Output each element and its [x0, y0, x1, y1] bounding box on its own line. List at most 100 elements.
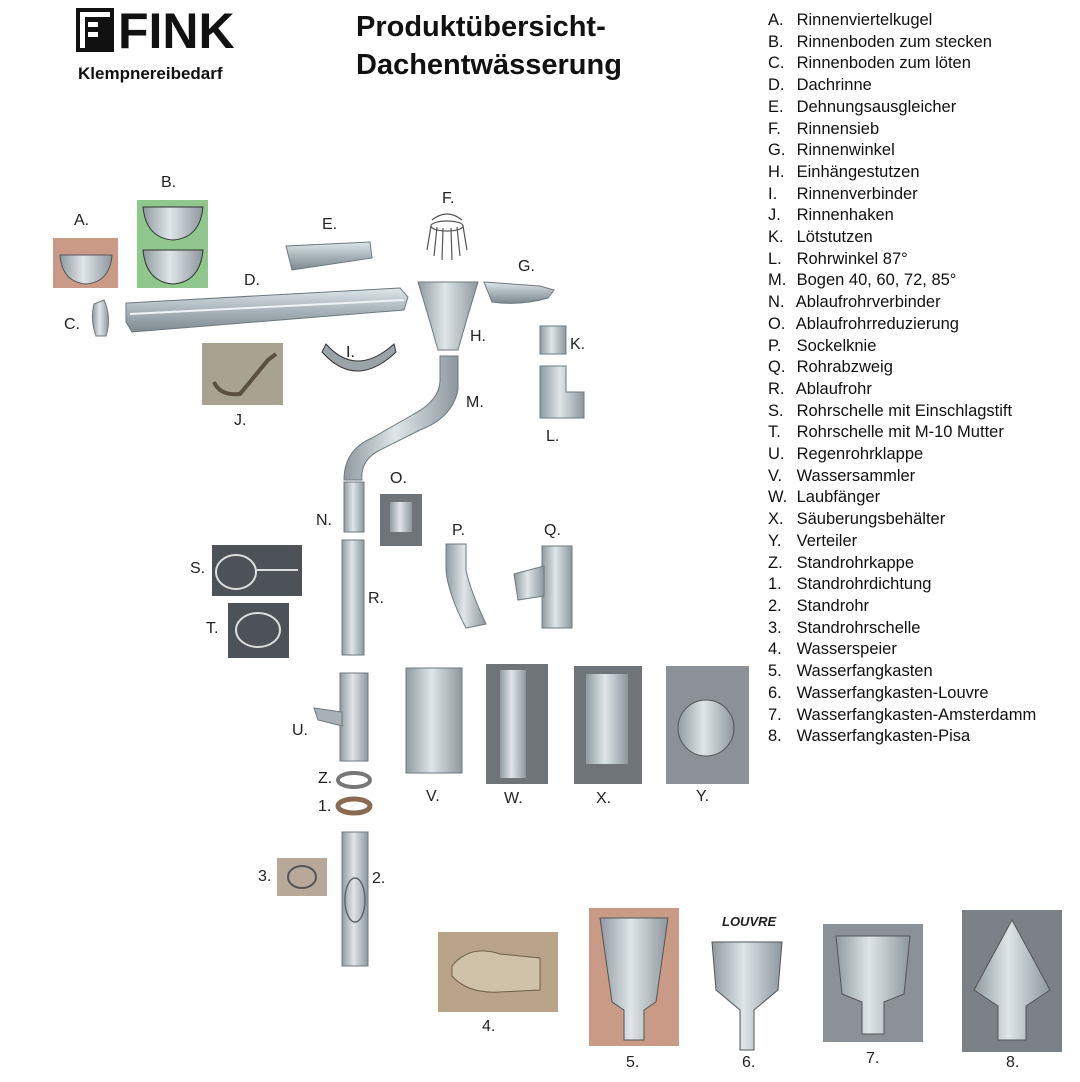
legend-item: M. Bogen 40, 60, 72, 85° [768, 270, 1036, 292]
legend-item: K. Lötstutzen [768, 227, 1036, 249]
legend-label: Sockelknie [796, 336, 877, 355]
legend-label: Rinnenverbinder [796, 184, 918, 203]
legend-item: 3. Standrohrschelle [768, 618, 1036, 640]
legend-label: Rohrwinkel 87° [796, 249, 908, 268]
part-j-photo [202, 343, 283, 405]
legend-item: S. Rohrschelle mit Einschlagstift [768, 401, 1036, 423]
label-r: R. [368, 590, 384, 607]
label-6: 6. [742, 1054, 756, 1071]
legend-item: A. Rinnenviertelkugel [768, 10, 1036, 32]
legend-code: J. [768, 206, 781, 225]
label-e: E. [322, 216, 338, 233]
legend-code: Y. [768, 531, 782, 550]
part-6-shape [711, 941, 783, 1051]
legend-item: 2. Standrohr [768, 596, 1036, 618]
legend-label: Wassersammler [796, 466, 916, 485]
logo-mark [76, 8, 114, 52]
legend-label: Rinnenboden zum stecken [796, 32, 992, 51]
legend-label: Lötstutzen [796, 228, 873, 247]
legend-code: N. [768, 293, 785, 312]
legend-item: N. Ablaufrohrverbinder [768, 292, 1036, 314]
part-c-shape [91, 299, 110, 337]
legend-item: 4. Wasserspeier [768, 639, 1036, 661]
legend-label: Ablaufrohrverbinder [795, 293, 941, 312]
label-n: N. [316, 512, 332, 529]
part-p-elbow [445, 543, 487, 629]
legend-code: P. [768, 336, 782, 355]
legend-item: 1. Standrohrdichtung [768, 574, 1036, 596]
label-m: M. [466, 394, 484, 411]
part-e-shape [285, 241, 373, 271]
legend-label: Säuberungsbehälter [796, 510, 946, 529]
label-u: U. [292, 722, 308, 739]
label-g: G. [518, 258, 535, 275]
legend-label: Rinnenhaken [796, 206, 894, 225]
legend-code: W. [768, 488, 788, 507]
legend-label: Dehnungsausgleicher [796, 97, 957, 116]
label-c: C. [64, 316, 80, 333]
label-t: T. [206, 620, 219, 637]
legend-code: Q. [768, 358, 786, 377]
part-q-branch [541, 545, 573, 629]
legend-code: Z. [768, 553, 783, 572]
label-3: 3. [258, 868, 272, 885]
brand-tagline: Klempnereibedarf [78, 64, 223, 83]
legend-label: Laubfänger [796, 488, 881, 507]
label-f: F. [442, 190, 455, 207]
legend-code: 2. [768, 596, 782, 615]
legend-label: Standrohr [796, 596, 870, 615]
legend-item: U. Regenrohrklappe [768, 444, 1036, 466]
legend-item: E. Dehnungsausgleicher [768, 97, 1036, 119]
part-l-elbow [539, 365, 585, 419]
label-8: 8. [1006, 1054, 1020, 1071]
legend-item: C. Rinnenboden zum löten [768, 53, 1036, 75]
legend-label: Rohrschelle mit M-10 Mutter [796, 423, 1004, 442]
label-7: 7. [866, 1050, 880, 1067]
legend-item: B. Rinnenboden zum stecken [768, 32, 1036, 54]
legend-code: F. [768, 119, 781, 138]
legend-label: Standrohrdichtung [796, 575, 932, 594]
page-title: Produktübersicht- Dachentwässerung [356, 11, 622, 81]
legend-code: V. [768, 466, 783, 485]
legend-code: 1. [768, 575, 782, 594]
legend-label: Wasserfangkasten-Amsterdamm [796, 705, 1037, 724]
part-r-downpipe [341, 539, 365, 656]
label-h: H. [470, 328, 486, 345]
legend-code: 6. [768, 683, 782, 702]
legend-item: Z. Standrohrkappe [768, 553, 1036, 575]
legend-code: K. [768, 228, 784, 247]
label-x: X. [596, 790, 612, 807]
label-5: 5. [626, 1054, 640, 1071]
legend-label: Ablaufrohr [795, 379, 872, 398]
legend-code: R. [768, 379, 785, 398]
part-u-shape [339, 672, 369, 762]
label-k: K. [570, 336, 586, 353]
part-f-strainer [426, 213, 468, 261]
legend-item: J. Rinnenhaken [768, 205, 1036, 227]
legend-label: Wasserfangkasten-Louvre [796, 683, 989, 702]
label-v: V. [426, 788, 440, 805]
legend-code: S. [768, 401, 784, 420]
part-g-shape [483, 281, 555, 304]
legend-label: Rinnenviertelkugel [796, 11, 933, 29]
legend-code: I. [768, 184, 778, 203]
part-k-shape [539, 325, 567, 355]
legend-item: F. Rinnensieb [768, 119, 1036, 141]
label-i: I. [346, 344, 355, 361]
legend-item: I. Rinnenverbinder [768, 184, 1036, 206]
legend-item: 8. Wasserfangkasten-Pisa [768, 726, 1036, 748]
fink-logo: FINK Klempnereibedarf [76, 4, 276, 88]
legend-code: A. [768, 11, 784, 29]
legend-label: Standrohrkappe [796, 553, 915, 572]
label-2: 2. [372, 870, 386, 887]
part-z-shape [336, 771, 372, 789]
legend-item: 7. Wasserfangkasten-Amsterdamm [768, 705, 1036, 727]
legend-item: D. Dachrinne [768, 75, 1036, 97]
legend-code: 5. [768, 662, 782, 681]
legend-item: P. Sockelknie [768, 336, 1036, 358]
legend-label: Wasserfangkasten [796, 662, 933, 681]
legend-code: G. [768, 141, 786, 160]
part-h-funnel [417, 281, 479, 351]
legend-item: X. Säuberungsbehälter [768, 509, 1036, 531]
